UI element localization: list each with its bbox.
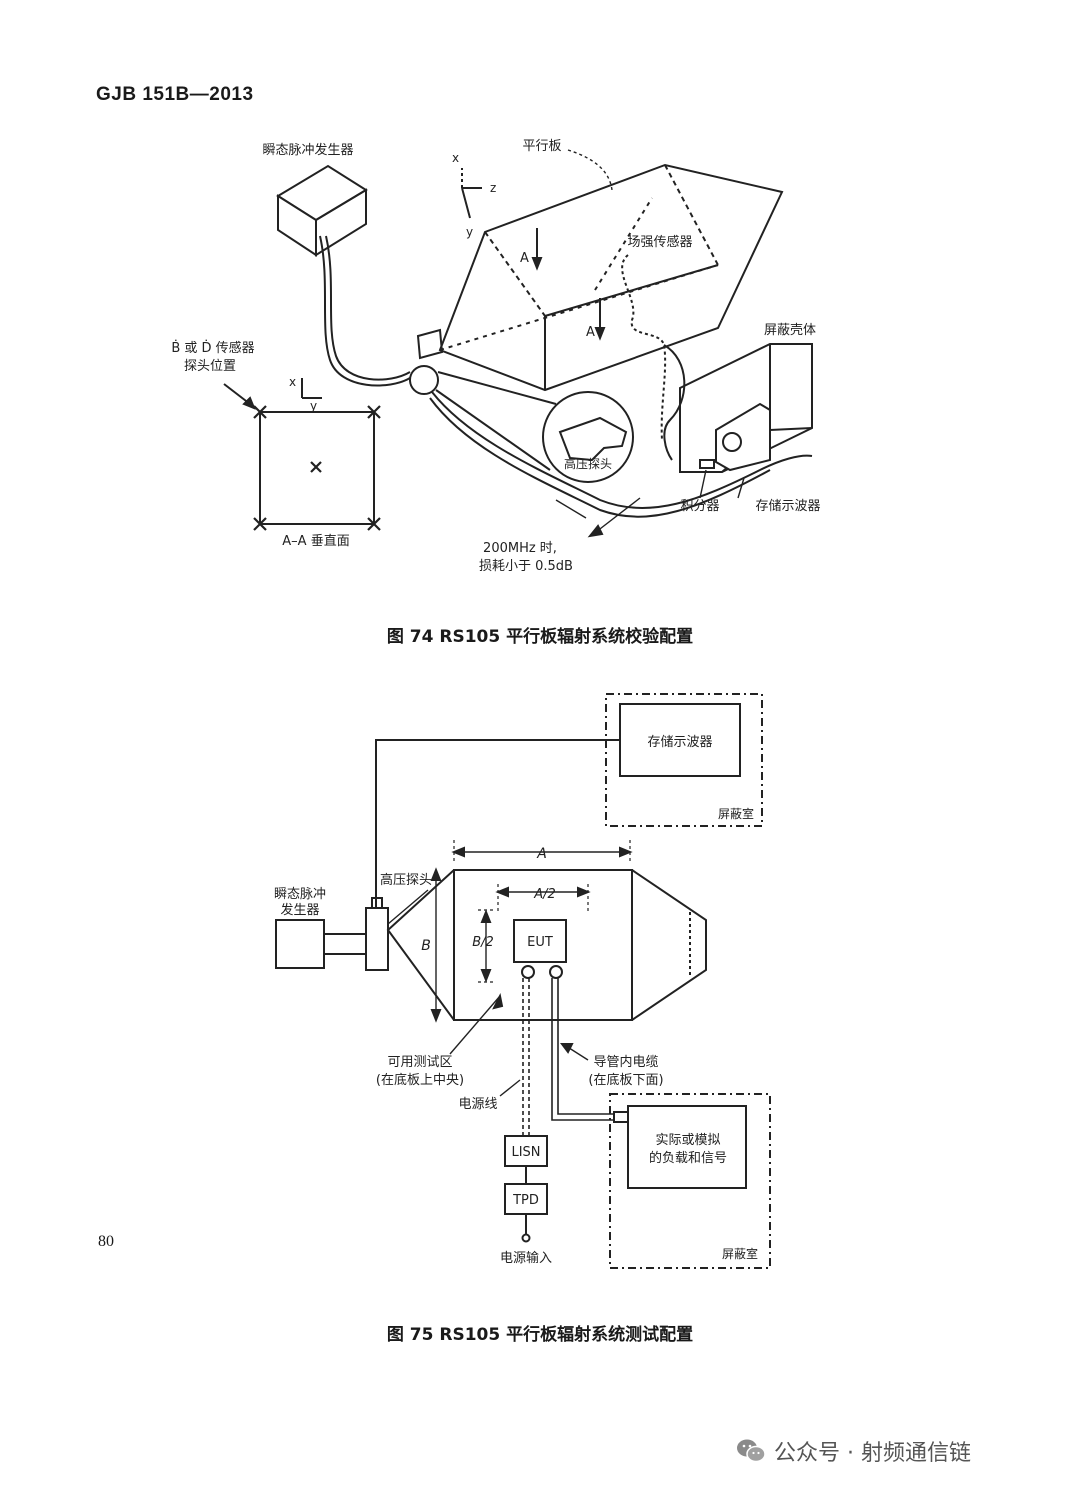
watermark-text: 公众号 · 射频通信链 bbox=[774, 1441, 971, 1466]
figure-74-diagram: 瞬态脉冲发生器 平行板 场强传感器 屏蔽壳体 Ḃ 或 Ḋ 传感器 探头位置 高压… bbox=[171, 139, 820, 574]
label-dim-b: B bbox=[421, 938, 431, 954]
label-storage-scope-75: 存储示波器 bbox=[647, 735, 712, 750]
label-pulse-generator: 瞬态脉冲发生器 bbox=[262, 142, 353, 158]
standard-code: GJB 151B—2013 bbox=[96, 84, 254, 105]
label-shield-room-bottom: 屏蔽室 bbox=[722, 1246, 758, 1261]
pulse-generator-box bbox=[276, 164, 368, 257]
a-a-vertical-plane bbox=[259, 411, 375, 525]
label-conduit-2: (在底板下面) bbox=[588, 1072, 663, 1088]
label-axis-y-top: y bbox=[466, 225, 473, 239]
field-sensor-cable bbox=[621, 254, 667, 441]
label-lisn: LISN bbox=[511, 1145, 540, 1160]
label-field-sensor: 场强传感器 bbox=[627, 234, 692, 250]
figure-74-caption: 图 74 RS105 平行板辐射系统校验配置 bbox=[386, 627, 694, 647]
label-section-a2: A bbox=[586, 325, 595, 340]
label-hv-probe-75: 高压探头 bbox=[380, 872, 432, 888]
label-parallel-plate: 平行板 bbox=[522, 139, 561, 154]
eut-box bbox=[513, 919, 567, 963]
label-axis-z-top: z bbox=[490, 181, 496, 195]
label-hv-probe: 高压探头 bbox=[564, 456, 612, 471]
watermark: 公众号 · 射频通信链 bbox=[736, 1435, 971, 1467]
label-load-1: 实际或模拟 bbox=[655, 1133, 720, 1148]
figure-75-caption: 图 75 RS105 平行板辐射系统测试配置 bbox=[386, 1325, 694, 1345]
parallel-plate bbox=[438, 163, 784, 392]
label-cable-note-1: 200MHz 时, bbox=[483, 541, 557, 556]
label-pulse-gen-1: 瞬态脉冲 bbox=[274, 887, 326, 902]
label-vertical-plane: A–A 垂直面 bbox=[282, 534, 349, 549]
label-shield-room-top: 屏蔽室 bbox=[718, 806, 754, 821]
label-integrator: 积分器 bbox=[680, 499, 719, 514]
connector-circle bbox=[409, 365, 439, 395]
figure-75-diagram: 存储示波器 屏蔽室 A A/2 B B/2 EUT 高压探头 瞬态脉冲 发生器 … bbox=[274, 693, 771, 1269]
label-dim-b-half: B/2 bbox=[472, 935, 494, 950]
label-shield-enclosure: 屏蔽壳体 bbox=[764, 323, 816, 338]
shield-enclosure bbox=[679, 343, 813, 473]
label-power-line: 电源线 bbox=[458, 1097, 497, 1112]
generator-cable bbox=[319, 235, 411, 387]
label-dim-a-half: A/2 bbox=[533, 887, 556, 902]
label-eut: EUT bbox=[527, 935, 553, 950]
label-cable-note-2: 损耗小于 0.5dB bbox=[479, 559, 573, 574]
label-sensor-position-2: 探头位置 bbox=[184, 359, 236, 374]
scope-cable bbox=[375, 739, 620, 908]
label-pulse-gen-2: 发生器 bbox=[280, 902, 319, 918]
label-storage-scope: 存储示波器 bbox=[755, 499, 820, 514]
hv-probe-box bbox=[365, 907, 389, 971]
label-section-a1: A bbox=[520, 251, 529, 266]
page-number: 80 bbox=[98, 1233, 114, 1250]
label-axis-y-plane: y bbox=[310, 399, 317, 413]
shield-room-bottom bbox=[609, 1093, 771, 1269]
shield-room-top bbox=[605, 693, 763, 827]
feed-connector bbox=[416, 328, 444, 360]
wechat-icon bbox=[737, 1439, 766, 1463]
load-box bbox=[627, 1105, 747, 1189]
pulse-generator-box bbox=[275, 919, 325, 969]
label-axis-x-plane: x bbox=[289, 375, 296, 389]
label-sensor-position-1: Ḃ 或 Ḋ 传感器 bbox=[171, 340, 254, 356]
label-test-area-2: (在底板上中央) bbox=[376, 1072, 464, 1088]
label-conduit-1: 导管内电缆 bbox=[593, 1054, 658, 1070]
label-tpd: TPD bbox=[512, 1193, 539, 1208]
label-test-area-1: 可用测试区 bbox=[387, 1055, 452, 1070]
hv-probe-zoom-circle bbox=[542, 391, 634, 483]
label-load-2: 的负载和信号 bbox=[649, 1150, 727, 1166]
label-dim-a: A bbox=[536, 846, 547, 862]
label-power-input: 电源输入 bbox=[500, 1250, 552, 1266]
label-axis-x-top: x bbox=[452, 151, 459, 165]
